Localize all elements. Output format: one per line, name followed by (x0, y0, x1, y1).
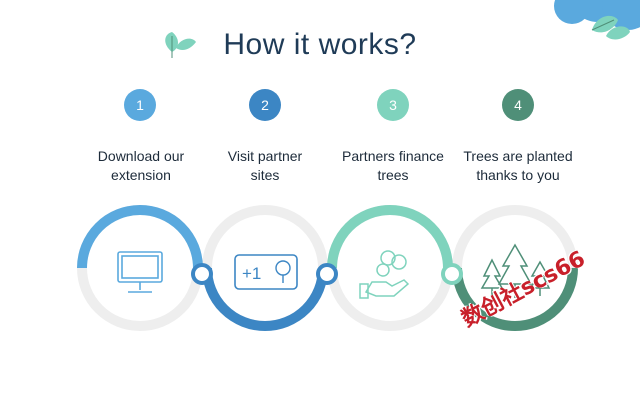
connector-dot-1 (191, 263, 213, 285)
step-label-2-line2: sites (250, 167, 280, 183)
step-label-1-line1: Download our (97, 148, 185, 164)
page-title: How it works? (223, 28, 417, 61)
step-label-4-line2: thanks to you (476, 167, 560, 183)
step-label-3: Partners finance trees (328, 147, 458, 185)
plus-one-tree-icon: +1 (234, 254, 298, 290)
step-badge-2: 2 (249, 89, 281, 121)
step-label-3-line1: Partners finance (342, 148, 444, 164)
step-label-4: Trees are planted thanks to you (453, 147, 583, 185)
step-label-4-line1: Trees are planted (463, 148, 573, 164)
ring-arc-4 (452, 267, 578, 331)
step-badge-1: 1 (124, 89, 156, 121)
ring-arc-2 (202, 267, 328, 331)
connector-dot-2 (316, 263, 338, 285)
hand-coins-icon (359, 250, 410, 299)
step-badge-4: 4 (502, 89, 534, 121)
step-label-3-line2: trees (377, 167, 409, 183)
step-label-1-line2: extension (111, 167, 171, 183)
pine-trees-icon (480, 243, 551, 298)
plus-one-text: +1 (242, 264, 261, 283)
leaf-icon (165, 32, 196, 58)
step-badge-3: 3 (377, 89, 409, 121)
step-label-1: Download our extension (76, 147, 206, 185)
cloud-decoration (554, 0, 640, 30)
step-label-2: Visit partner sites (200, 147, 330, 185)
leaf-decoration-top-right (591, 15, 630, 40)
connector-dot-3 (441, 263, 463, 285)
monitor-icon (117, 251, 163, 293)
ring-arc-3 (327, 205, 453, 269)
step-label-2-line1: Visit partner (227, 148, 303, 164)
ring-arc-1 (77, 205, 203, 269)
